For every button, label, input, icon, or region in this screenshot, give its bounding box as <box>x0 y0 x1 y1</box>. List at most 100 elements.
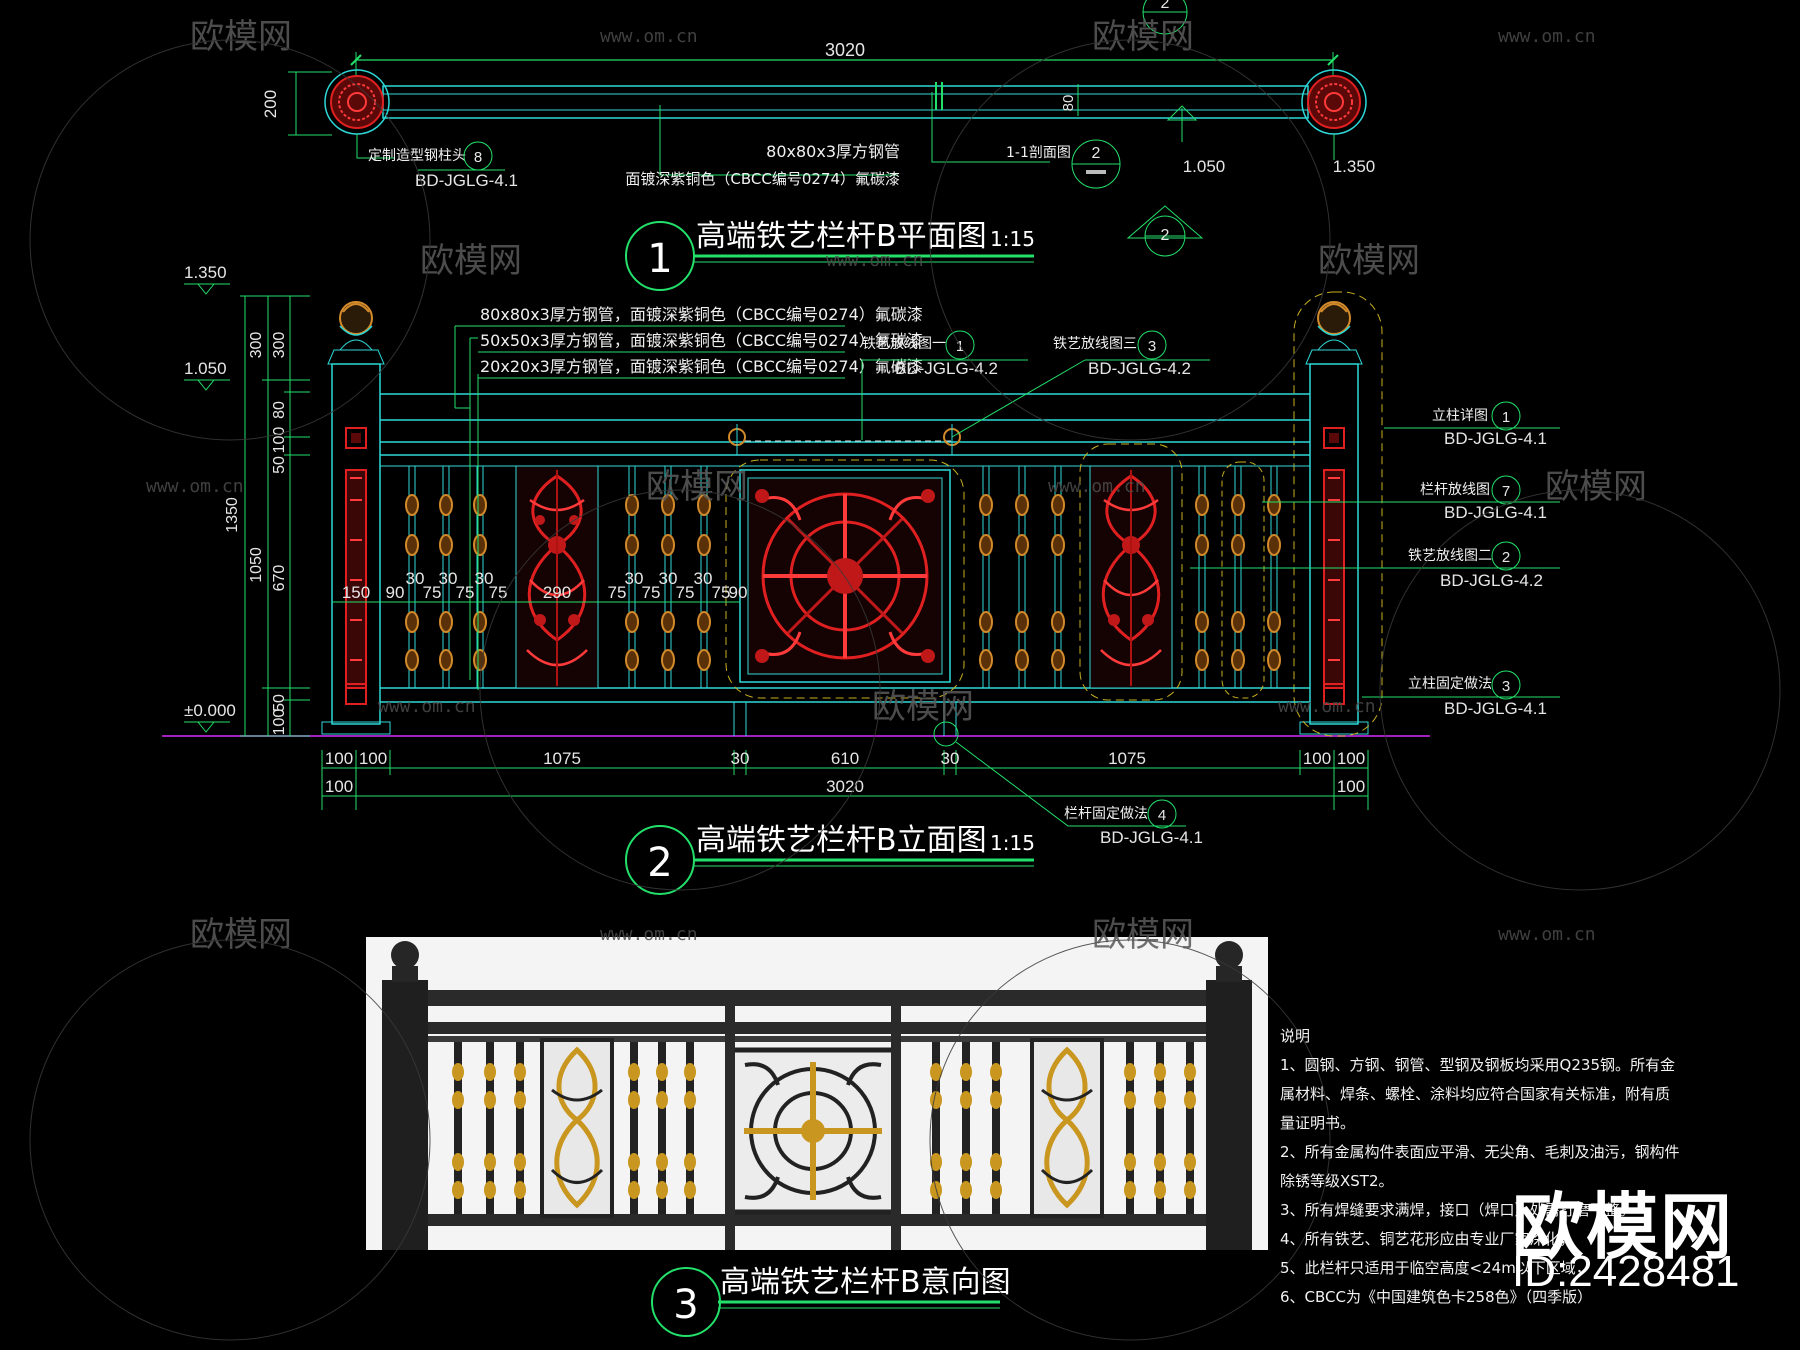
svg-text:BD-JGLG-4.1: BD-JGLG-4.1 <box>1444 699 1547 718</box>
baluster <box>697 466 711 688</box>
baluster <box>439 466 453 688</box>
svg-text:欧模网: 欧模网 <box>1318 241 1420 281</box>
svg-text:2: 2 <box>1161 227 1170 244</box>
svg-text:www.om.cn: www.om.cn <box>1048 476 1146 497</box>
svg-text:30: 30 <box>625 569 644 588</box>
svg-text:30: 30 <box>659 569 678 588</box>
svg-text:100: 100 <box>271 709 288 736</box>
callout-post-cap: 定制造型钢柱头 8 BD-JGLG-4.1 <box>368 141 518 190</box>
svg-text:www.om.cn: www.om.cn <box>826 250 924 271</box>
left-post <box>321 301 391 735</box>
plan-view: 3020 200 80 1.050 1.350 <box>261 0 1375 291</box>
svg-text:75: 75 <box>608 583 627 602</box>
elevation-title: 2 高端铁艺栏杆B立面图 1:15 <box>625 823 1035 895</box>
svg-text:100: 100 <box>325 749 353 768</box>
svg-text:BD-JGLG-4.1: BD-JGLG-4.1 <box>1444 503 1547 522</box>
balusters <box>405 466 1281 688</box>
design-notes: 说明 1、圆钢、方钢、钢管、型钢及钢板均采用Q235钢。所有金属材料、焊条、螺栓… <box>1280 1022 1680 1312</box>
svg-text:50: 50 <box>271 694 288 712</box>
inner-dimension-row: 150 90 30 75 30 75 30 75 290 75 30 75 30… <box>332 569 748 603</box>
notes-heading: 说明 <box>1280 1027 1311 1045</box>
svg-text:BD-JGLG-4.1: BD-JGLG-4.1 <box>1100 828 1203 847</box>
note-item: 1、圆钢、方钢、钢管、型钢及钢板均采用Q235钢。所有金属材料、焊条、螺栓、涂料… <box>1280 1056 1675 1132</box>
svg-text:75: 75 <box>676 583 695 602</box>
plan-title: 1 高端铁艺栏杆B平面图 1:15 <box>625 219 1035 291</box>
svg-text:100: 100 <box>1337 777 1365 796</box>
svg-text:290: 290 <box>543 583 571 602</box>
svg-text:80: 80 <box>271 401 288 419</box>
note-item: 3、所有焊缝要求满焊，接口（焊口）处需打磨平整。 <box>1280 1201 1635 1219</box>
plan-post-dim: 200 <box>261 90 280 118</box>
photo-baluster <box>656 1042 668 1214</box>
baluster <box>1051 466 1065 688</box>
svg-text:1075: 1075 <box>1108 749 1146 768</box>
svg-text:1.050: 1.050 <box>1183 157 1226 176</box>
svg-text:2: 2 <box>1161 0 1170 12</box>
photo-baluster <box>628 1042 640 1214</box>
svg-text:300: 300 <box>271 332 288 359</box>
plan-note-finish: 面镀深紫铜色（CBCC编号0274）氟碳漆 <box>625 170 900 188</box>
plan-view-title: 高端铁艺栏杆B平面图 <box>696 219 987 254</box>
svg-text:2: 2 <box>1092 145 1101 162</box>
right-post <box>1293 291 1383 737</box>
note-item: 5、此栏杆只适用于临空高度<24m以下区域， <box>1280 1259 1591 1277</box>
callout-post-fixing: 立柱固定做法 3 BD-JGLG-4.1 <box>1362 670 1560 718</box>
svg-text:欧模网: 欧模网 <box>1545 467 1647 507</box>
svg-text:3020: 3020 <box>826 777 864 796</box>
svg-text:欧模网: 欧模网 <box>646 467 748 507</box>
photo-baluster <box>990 1042 1002 1214</box>
photo-baluster <box>684 1042 696 1214</box>
note-item: 4、所有铁艺、铜艺花形应由专业厂家深化， <box>1280 1230 1575 1248</box>
svg-text:1: 1 <box>1502 409 1510 426</box>
elevation-view: 1.350 1.050 ±0.000 300 300 80 <box>162 263 1560 895</box>
svg-text:www.om.cn: www.om.cn <box>1278 696 1376 717</box>
plan-view-number: 1 <box>647 236 672 282</box>
svg-text:立柱固定做法: 立柱固定做法 <box>1408 676 1492 692</box>
baluster <box>473 466 487 688</box>
svg-text:1.050: 1.050 <box>184 359 227 378</box>
material-note-50: 50x50x3厚方钢管，面镀深紫铜色（CBCC编号0274）氟碳漆 <box>480 331 923 350</box>
svg-text:1050: 1050 <box>248 547 265 583</box>
photo-view-title: 高端铁艺栏杆B意向图 <box>720 1265 1011 1300</box>
svg-text:BD-JGLG-4.2: BD-JGLG-4.2 <box>1440 571 1543 590</box>
bottom-dimension-rows: 100 100 1075 30 610 30 1075 100 100 100 … <box>321 749 1369 810</box>
svg-text:欧模网: 欧模网 <box>190 17 292 57</box>
svg-text:2: 2 <box>1502 549 1510 566</box>
svg-text:8: 8 <box>474 149 482 166</box>
svg-text:BD-JGLG-4.1: BD-JGLG-4.1 <box>415 171 518 190</box>
ornament-panel-left <box>515 465 599 689</box>
svg-text:定制造型钢柱头: 定制造型钢柱头 <box>368 148 466 164</box>
svg-text:www.om.cn: www.om.cn <box>146 476 244 497</box>
note-item: 2、所有金属构件表面应平滑、无尖角、毛刺及油污，钢构件除锈等级XST2。 <box>1280 1143 1680 1190</box>
material-notes: 80x80x3厚方钢管，面镀深紫铜色（CBCC编号0274）氟碳漆 50x50x… <box>454 305 923 690</box>
brand-watermark: 欧模网 <box>1512 1185 1735 1269</box>
baluster <box>1015 466 1029 688</box>
photo-title: 3 高端铁艺栏杆B意向图 <box>651 1265 1011 1337</box>
photo-baluster <box>1184 1042 1196 1214</box>
svg-text:670: 670 <box>271 565 288 592</box>
photo-baluster <box>514 1042 526 1214</box>
svg-text:欧模网: 欧模网 <box>420 241 522 281</box>
svg-text:www.om.cn: www.om.cn <box>600 26 698 47</box>
svg-text:30: 30 <box>406 569 425 588</box>
svg-text:BD-JGLG-4.2: BD-JGLG-4.2 <box>1088 359 1191 378</box>
svg-text:欧模网: 欧模网 <box>190 915 292 955</box>
svg-text:欧模网: 欧模网 <box>1092 915 1194 955</box>
model-id: ID:2428481 <box>1512 1247 1740 1296</box>
svg-text:3: 3 <box>1148 338 1156 355</box>
callout-baluster-layout: 栏杆放线图 7 BD-JGLG-4.1 <box>1262 475 1560 522</box>
photo-baluster <box>452 1042 464 1214</box>
svg-text:4: 4 <box>1158 807 1166 824</box>
photo-balusters <box>452 1042 1196 1214</box>
section-marker-top: 2 <box>1142 0 1188 35</box>
baluster <box>1195 466 1209 688</box>
photo-baluster <box>1124 1042 1136 1214</box>
elevation-view-scale: 1:15 <box>990 831 1035 855</box>
plan-note-tube: 80x80x3厚方钢管 <box>766 142 900 161</box>
note-item: 6、CBCC为《中国建筑色卡258色》（四季版） <box>1280 1288 1593 1306</box>
svg-text:铁艺放线图一: 铁艺放线图一 <box>862 336 946 352</box>
svg-text:90: 90 <box>729 583 748 602</box>
svg-text:610: 610 <box>831 749 859 768</box>
svg-text:75: 75 <box>712 583 731 602</box>
svg-text:75: 75 <box>642 583 661 602</box>
